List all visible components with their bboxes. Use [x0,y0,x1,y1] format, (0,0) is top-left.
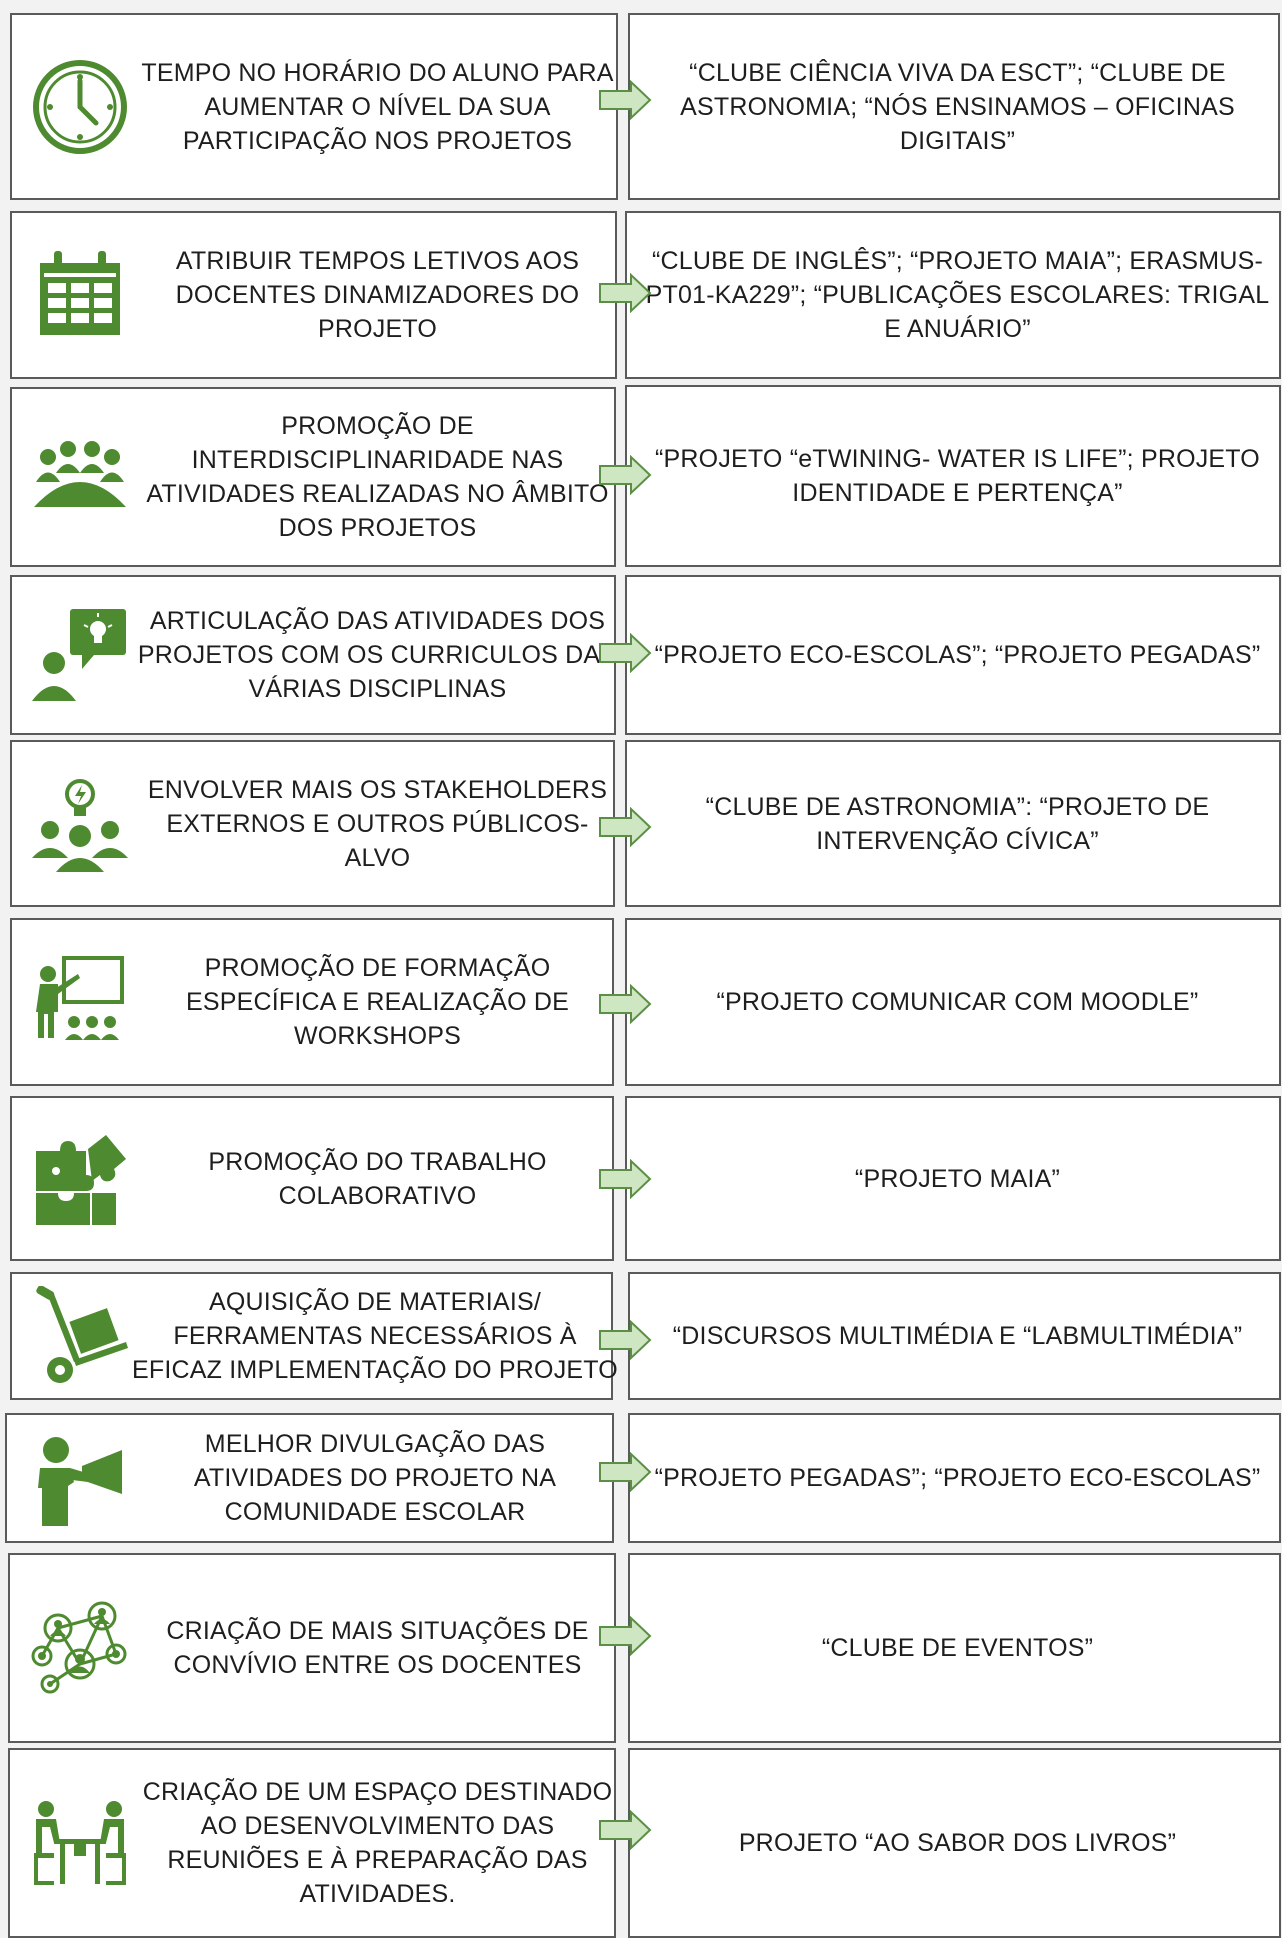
action-text: MELHOR DIVULGAÇÃO DAS ATIVIDADES DO PROJ… [193,1430,557,1526]
action-text: CRIAÇÃO DE UM ESPAÇO DESTINADO AO DESENV… [142,1778,613,1908]
project-text: “PROJETO “eTWINING- WATER IS LIFE”; PROJ… [655,445,1260,507]
person-idea-icon [32,609,126,701]
action-box [8,1748,616,1938]
arrow-right-icon [599,1320,652,1360]
project-text: “CLUBE DE INGLÊS”; “PROJETO MAIA”; ERASM… [645,247,1270,343]
project-box [628,1272,1281,1400]
puzzle-icon [36,1134,126,1225]
project-text: “PROJETO COMUNICAR COM MOODLE” [716,988,1199,1016]
arrow-right-icon [599,1810,652,1850]
project-box [628,1413,1281,1543]
project-box [625,385,1281,567]
action-text: CRIAÇÃO DE MAIS SITUAÇÕES DE CONVÍVIO EN… [166,1617,589,1679]
action-text: PROMOÇÃO DE INTERDISCIPLINARIDADE NAS AT… [146,412,609,542]
clock-icon [33,59,127,154]
arrow-right-icon [599,80,652,120]
action-text: ENVOLVER MAIS OS STAKEHOLDERS EXTERNOS E… [147,775,608,872]
project-text: PROJETO “AO SABOR DOS LIVROS” [738,1829,1177,1857]
arrow-right-icon [599,1616,652,1656]
action-text: ARTICULAÇÃO DAS ATIVIDADES DOS PROJETOS … [137,607,618,703]
action-text: TEMPO NO HORÁRIO DO ALUNO PARA AUMENTAR … [141,58,614,155]
classroom-icon [36,956,124,1040]
project-box [625,575,1281,735]
arrow-right-icon [599,273,652,313]
project-box [625,918,1281,1086]
project-text: “DISCURSOS MULTIMÉDIA E “LABMULTIMÉDIA” [672,1322,1243,1350]
arrow-right-icon [599,807,652,847]
action-text: PROMOÇÃO DO TRABALHO COLABORATIVO [208,1147,547,1210]
arrow-right-icon [599,1452,652,1492]
project-text: “CLUBE DE ASTRONOMIA”: “PROJETO DE INTER… [705,792,1210,855]
action-text: AQUISIÇÃO DE MATERIAIS/ FERRAMENTAS NECE… [132,1288,618,1384]
project-box [628,1553,1281,1743]
project-text: “CLUBE DE EVENTOS” [821,1634,1094,1662]
calendar-icon [40,251,120,335]
project-box [628,1748,1281,1938]
project-text: “PROJETO ECO-ESCOLAS”; “PROJETO PEGADAS” [654,641,1261,669]
team-idea-icon [32,778,128,872]
meeting-icon [34,441,126,507]
action-text: ATRIBUIR TEMPOS LETIVOS AOS DOCENTES DIN… [175,247,580,343]
project-box [625,211,1281,379]
project-box [625,740,1281,907]
arrow-right-icon [599,633,652,673]
megaphone-icon [38,1437,122,1526]
project-box [628,13,1280,200]
arrow-right-icon [599,984,652,1024]
action-text: PROMOÇÃO DE FORMAÇÃO ESPECÍFICA E REALIZ… [185,954,570,1050]
project-text: “PROJETO MAIA” [854,1164,1061,1193]
hand-truck-icon [36,1286,128,1383]
workspace-icon [34,1801,126,1885]
arrow-right-icon [599,455,652,495]
arrow-right-icon [599,1159,652,1199]
network-icon [31,1601,127,1694]
project-text: “CLUBE CIÊNCIA VIVA DA ESCT”; “CLUBE DE … [680,58,1235,155]
project-text: “PROJETO PEGADAS”; “PROJETO ECO-ESCOLAS” [654,1464,1261,1492]
